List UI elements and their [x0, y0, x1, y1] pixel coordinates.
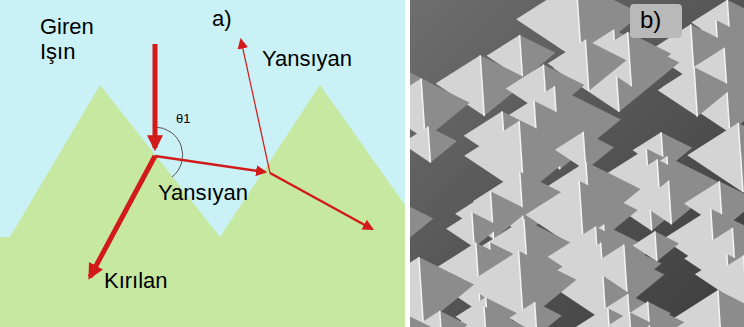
pyramid-edge [428, 126, 430, 162]
refracted-ray [90, 156, 155, 277]
pyramid-face [655, 231, 679, 261]
pyramid-face [658, 67, 698, 116]
pyramid-face [428, 126, 457, 162]
pyramid-edge [629, 312, 631, 327]
sem-image [410, 0, 744, 327]
pyramid-face [609, 312, 632, 327]
pyramid-face [410, 311, 436, 327]
pyramid-edge [718, 301, 723, 327]
pyramid-face [636, 159, 659, 188]
pyramid [410, 78, 470, 139]
pyramid-face [446, 212, 474, 247]
pyramid [410, 202, 433, 243]
reflected-ray [155, 156, 265, 172]
pyramid-face [535, 302, 562, 327]
pyramid [589, 245, 661, 292]
sem-ground [410, 0, 744, 327]
pyramid-edge [480, 55, 484, 116]
pyramid-face [657, 159, 680, 188]
pyramid-edge [419, 257, 424, 326]
pyramid-face [589, 245, 627, 292]
pyramid [410, 311, 436, 327]
label: Yansıyan [262, 46, 352, 71]
pyramid-edge [655, 231, 657, 261]
label: Yansıyan [158, 180, 248, 205]
pyramid-edge [535, 302, 537, 327]
pyramid-face [410, 202, 433, 243]
sky-ground [0, 0, 405, 327]
pyramid-face [548, 308, 613, 327]
label: a) [212, 6, 232, 31]
reflected-ray [270, 173, 372, 229]
label: Giren Işın [40, 14, 120, 64]
label: b) [640, 7, 661, 32]
pyramid-edge [628, 32, 632, 86]
pyramid-face [555, 132, 586, 171]
pyramid-face [694, 67, 734, 116]
pyramid [410, 126, 457, 162]
pyramid-edge [740, 154, 743, 192]
pyramid-face [718, 301, 744, 327]
pyramid-face [740, 154, 744, 192]
pyramid-edge [472, 212, 474, 247]
pyramid-edge [484, 306, 488, 327]
pyramid-edge [440, 311, 442, 327]
pyramid-face [585, 40, 626, 91]
pyramid [636, 159, 680, 188]
pyramid-face [628, 32, 672, 86]
angle-arc [155, 127, 183, 177]
pyramid-edge [585, 40, 588, 91]
pyramid [660, 301, 744, 327]
pyramid [658, 67, 734, 116]
label-ground [630, 4, 682, 38]
pyramid-face [410, 126, 430, 162]
pyramid-face [629, 312, 652, 327]
pyramid-edge [520, 35, 523, 80]
pyramid-edge [694, 67, 697, 116]
pyramid-face [484, 306, 528, 327]
pyramid-face [624, 245, 662, 292]
pyramid [548, 308, 673, 327]
pyramid-face [440, 311, 468, 327]
pyramid-face [608, 308, 673, 327]
pyramid [609, 312, 652, 327]
label: θ1 [176, 106, 190, 131]
textured-surface [0, 85, 405, 327]
label: Kırılan [104, 268, 168, 293]
pyramid-edge [657, 159, 659, 188]
pyramid-edge [624, 245, 627, 292]
incoming-ray [153, 44, 158, 148]
